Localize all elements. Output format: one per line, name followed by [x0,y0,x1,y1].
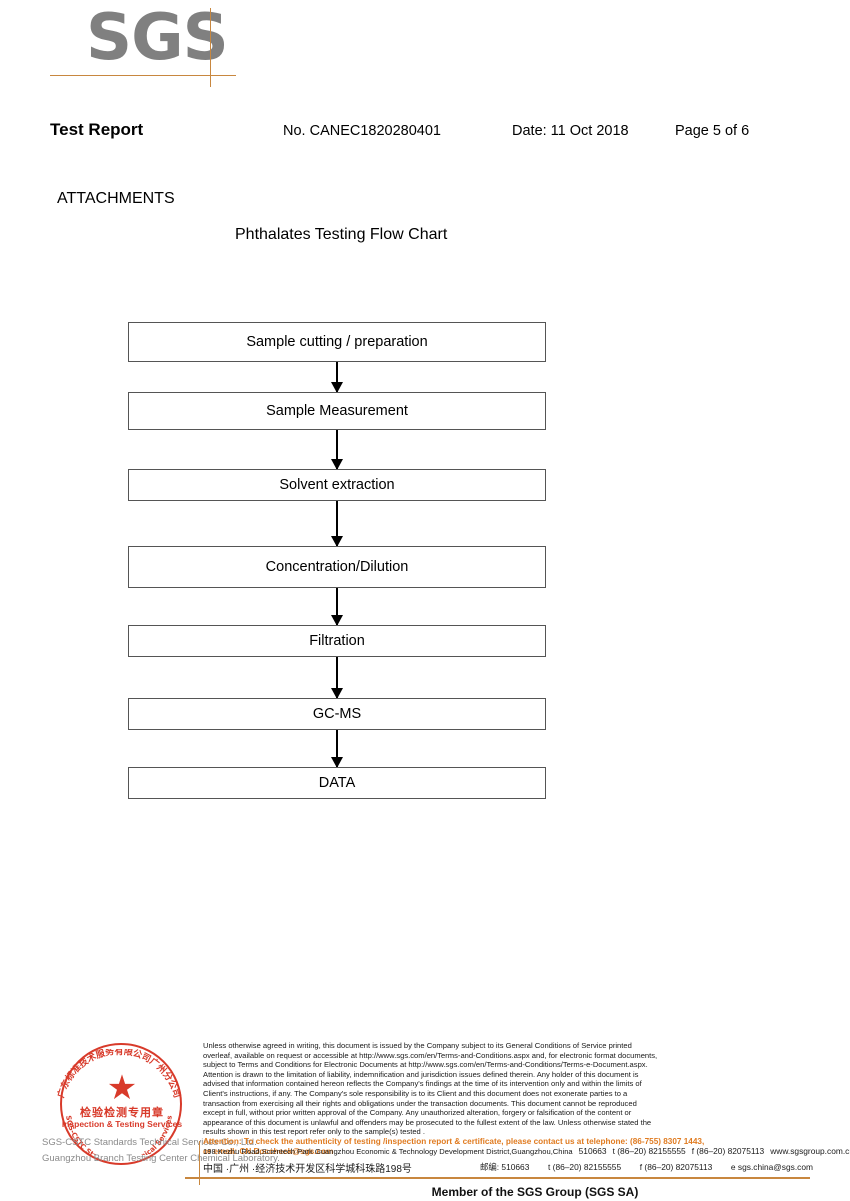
website-link[interactable]: www.sgsgroup.com.cn [770,1146,850,1156]
flow-step-data: DATA [128,767,546,799]
seal-english-label: Inspection & Testing Services [61,1119,183,1129]
seal-company-name-line-1: SGS-CSTC Standards Technical Services Co… [42,1137,257,1148]
address-english: 198 Kezhu Road,Scientech Park Guangzhou … [203,1146,573,1156]
flow-arrow-3 [128,501,546,547]
flow-step-label: GC-MS [312,706,362,722]
flow-arrow-5 [128,657,546,699]
sgs-logo: SGS [50,1,290,98]
flow-step-sample-cutting: Sample cutting / preparation [128,322,546,362]
page-indicator: Page 5 of 6 [675,123,750,139]
star-icon: ★ [106,1069,138,1107]
address-chinese: 中国 ·广州 ·经济技术开发区科学城科珠路198号 [203,1163,412,1175]
member-of-group-label: Member of the SGS Group (SGS SA) [431,1185,639,1199]
flow-chart-title: Phthalates Testing Flow Chart [235,226,448,243]
flow-step-filtration: Filtration [128,625,546,657]
flow-arrow-6 [128,730,546,768]
attachments-heading: ATTACHMENTS [57,190,175,207]
flow-step-label: Sample cutting / preparation [246,334,428,350]
flow-step-label: Solvent extraction [279,477,395,493]
legal-line: except in full, without prior written ap… [203,1108,632,1118]
address-vertical-rule [199,1141,200,1185]
flow-step-gc-ms: GC-MS [128,698,546,730]
flow-step-label: Sample Measurement [266,403,408,419]
report-header: Test Report No. CANEC1820280401 Date: 11… [0,120,850,146]
legal-line: transaction from exercising all their ri… [203,1098,637,1108]
fax-english: f (86–20) 82075113 [691,1146,765,1156]
member-of-group-line: Member of the SGS Group (SGS SA) [0,1185,850,1199]
report-date: Date: 11 Oct 2018 [512,123,629,139]
postcode-english: 510663 [578,1146,607,1156]
legal-line: Unless otherwise agreed in writing, this… [203,1041,632,1050]
legal-line: advised that information contained hereo… [203,1079,642,1089]
address-row-chinese: 中国 ·广州 ·经济技术开发区科学城科珠路198号 邮编: 510663 t (… [203,1159,813,1175]
postcode-chinese: 邮编: 510663 [480,1162,530,1172]
flow-step-solvent-extraction: Solvent extraction [128,469,546,501]
seal-chinese-label: 检验检测专用章 [80,1107,164,1119]
phthalates-testing-flow-chart: Sample cutting / preparation Sample Meas… [128,322,546,799]
flow-step-label: DATA [318,775,356,791]
company-address-block: 198 Kezhu Road,Scientech Park Guangzhou … [203,1143,850,1175]
seal-company-name-line-2: Guangzhou Branch Testing Center Chemical… [42,1153,280,1164]
flow-step-concentration-dilution: Concentration/Dilution [128,546,546,588]
attention-notice-line-2: or email: CN.Doccheck@sgs.com [203,1147,334,1157]
fax-chinese: f (86–20) 82075113 [639,1162,713,1172]
legal-line: Attention is drawn to the limitation of … [203,1069,639,1079]
footer-horizontal-rule [185,1177,810,1179]
seal-circle-border [60,1043,182,1165]
flow-arrow-2 [128,430,546,470]
logo-vertical-rule [210,8,211,87]
flow-arrow-1 [128,362,546,393]
page-title: Test Report [50,120,144,139]
legal-line: Client's instructions, if any. The Compa… [203,1088,628,1098]
legal-line: appearance of this document is unlawful … [203,1117,652,1127]
address-row-english: 198 Kezhu Road,Scientech Park Guangzhou … [203,1143,850,1159]
legal-disclaimer: Unless otherwise agreed in writing, this… [203,1041,748,1158]
attention-notice-line-1: Attention: To check the authenticity of … [203,1136,705,1146]
flow-step-sample-measurement: Sample Measurement [128,392,546,430]
inspection-seal-stamp: 广东标准技术服务有限公司广州分公司 SGS-CSTC Standards Tec… [42,1041,280,1191]
telephone-english: t (86–20) 82155555 [612,1146,686,1156]
legal-line: subject to Terms and Conditions for Elec… [203,1060,648,1070]
flow-step-label: Concentration/Dilution [265,559,409,575]
flow-step-label: Filtration [309,633,365,649]
email-link[interactable]: e sgs.china@sgs.com [730,1162,813,1172]
logo-horizontal-rule [50,75,236,76]
legal-line: overleaf, available on request or access… [203,1050,658,1060]
page-footer: 广东标准技术服务有限公司广州分公司 SGS-CSTC Standards Tec… [0,1033,850,1201]
sgs-logo-text: SGS [86,1,229,75]
flow-arrow-4 [128,588,546,626]
report-number: No. CANEC1820280401 [283,123,441,139]
telephone-chinese: t (86–20) 82155555 [548,1162,622,1172]
legal-line: results shown in this test report refer … [203,1127,426,1137]
